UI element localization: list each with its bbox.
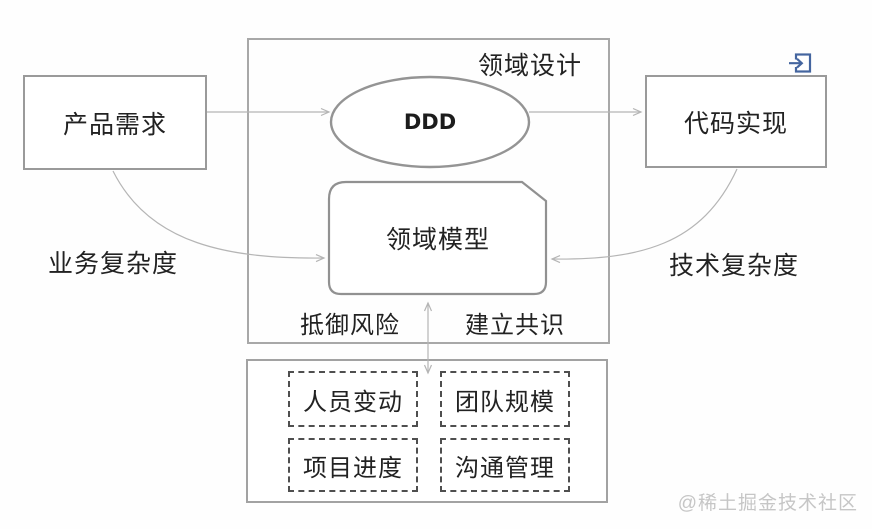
factor-project-progress-label: 项目进度 <box>303 455 403 482</box>
factor-communication-management: 沟通管理 <box>440 438 570 492</box>
export-icon[interactable] <box>788 53 812 74</box>
label-technical-complexity: 技术复杂度 <box>669 253 800 280</box>
node-product-requirements-label: 产品需求 <box>62 111 167 139</box>
label-resist-risk: 抵御风险 <box>300 313 400 339</box>
node-code-implementation: 代码实现 <box>645 75 827 168</box>
node-domain-model-label: 领域模型 <box>385 227 490 254</box>
domain-design-title: 领域设计 <box>478 53 583 80</box>
factor-team-size: 团队规模 <box>440 371 570 427</box>
node-product-requirements: 产品需求 <box>23 75 207 170</box>
label-build-consensus: 建立共识 <box>465 313 565 339</box>
factor-personnel-change: 人员变动 <box>288 371 418 427</box>
factor-personnel-change-label: 人员变动 <box>303 389 403 416</box>
label-business-complexity: 业务复杂度 <box>48 251 179 278</box>
factor-team-size-label: 团队规模 <box>455 389 555 416</box>
node-ddd-label: DDD <box>403 110 457 134</box>
factor-project-progress: 项目进度 <box>288 438 418 492</box>
watermark: @稀土掘金技术社区 <box>677 493 858 514</box>
node-code-implementation-label: 代码实现 <box>683 110 788 138</box>
factor-communication-management-label: 沟通管理 <box>455 455 555 482</box>
